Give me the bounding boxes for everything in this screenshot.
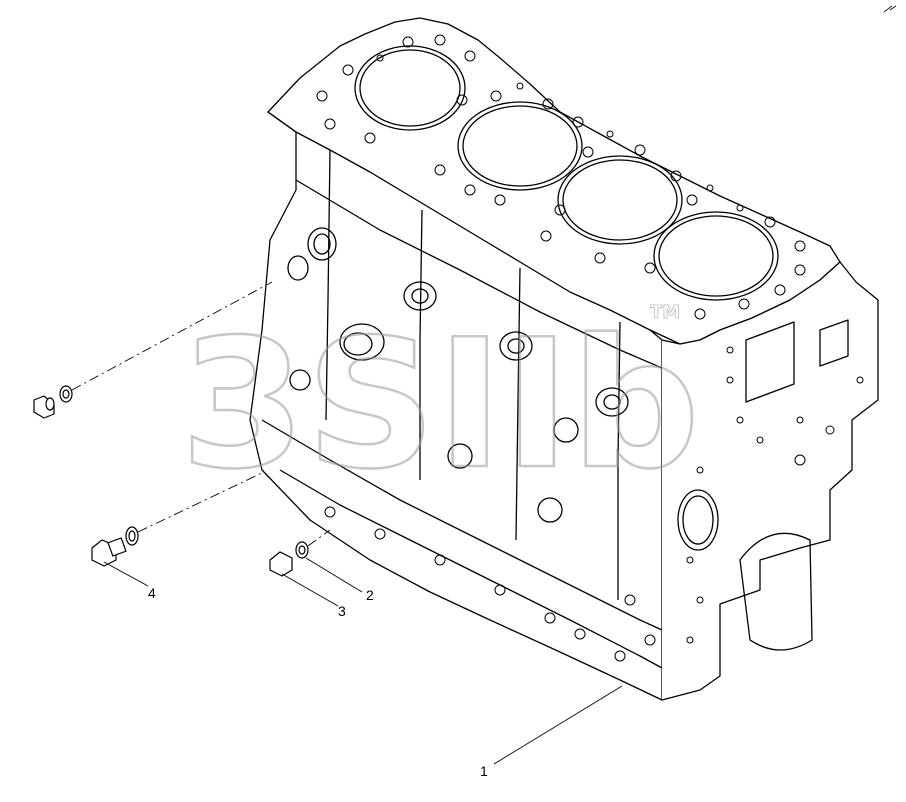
cylinder-bore-3: [557, 155, 683, 245]
cylinder-bore-4-inner: [658, 215, 774, 297]
assembly-line-4: [137, 471, 265, 533]
side-small-holes: [686, 346, 864, 644]
oil-gallery-line: [295, 179, 663, 369]
leader-3: [281, 573, 339, 607]
side-window-2: [819, 319, 849, 367]
boss-7: [287, 255, 309, 281]
skirt-line-upper: [261, 419, 663, 631]
thermostat-port: [339, 323, 385, 361]
head-bolt-holes: [316, 34, 806, 320]
watermark-tm: TM: [650, 302, 680, 323]
side-window: [745, 321, 795, 403]
washer-2: [295, 541, 309, 559]
plug-bolt-3: [269, 551, 293, 577]
callout-4: 4: [148, 585, 156, 601]
assembly-lines: [71, 281, 331, 547]
boss-4: [553, 417, 579, 443]
cylinder-bore-1: [354, 45, 466, 131]
block-front-face: [249, 111, 663, 701]
front-rib-2: [419, 209, 423, 480]
front-port-upper-inner: [313, 233, 331, 255]
assembly-line-left: [71, 281, 273, 391]
side-seal-ring-inner: [682, 495, 714, 545]
cylinder-bore-4: [653, 211, 779, 301]
cylinder-bore-2-inner: [462, 105, 578, 187]
boss-1-inner: [411, 288, 429, 304]
crank-bore-opening: [739, 532, 813, 651]
callout-2: 2: [366, 587, 374, 603]
boss-2-inner: [507, 338, 525, 354]
boss-6: [537, 497, 563, 523]
thermostat-port-inner: [343, 332, 373, 356]
skirt-line-lower: [279, 469, 663, 669]
callout-1: 1: [480, 763, 488, 779]
boss-8: [289, 369, 311, 391]
front-rib-4: [617, 321, 621, 600]
assembly-line-2: [307, 529, 331, 547]
boss-2: [499, 331, 533, 361]
boss-3: [595, 387, 629, 417]
leader-1: [493, 685, 623, 765]
cylinder-bore-1-inner: [359, 49, 461, 127]
cylinder-bore-2: [457, 101, 583, 191]
washer-4: [125, 526, 139, 546]
corner-mark: [883, 5, 897, 13]
washer-left: [59, 385, 73, 403]
leader-lines: [103, 557, 623, 765]
boss-1: [403, 281, 437, 311]
plug-bolt-4: [91, 537, 127, 567]
boss-5: [447, 443, 473, 469]
pan-flange-bolts: [324, 506, 656, 662]
boss-3-inner: [603, 394, 621, 410]
block-right-face: [661, 261, 879, 701]
front-port-upper: [307, 227, 337, 261]
front-rib-3: [515, 267, 521, 541]
leader-2: [305, 557, 363, 593]
watermark-text: 3SIIb: [180, 301, 700, 508]
callout-3: 3: [338, 603, 346, 619]
block-top-deck: [267, 17, 841, 345]
watermark: 3SIIb TM: [179, 300, 702, 510]
cylinder-bore-3-inner: [562, 159, 678, 241]
leader-4: [103, 561, 149, 587]
side-seal-ring: [677, 489, 719, 551]
plug-bolt-left: [33, 395, 55, 419]
engine-block: [249, 17, 879, 701]
